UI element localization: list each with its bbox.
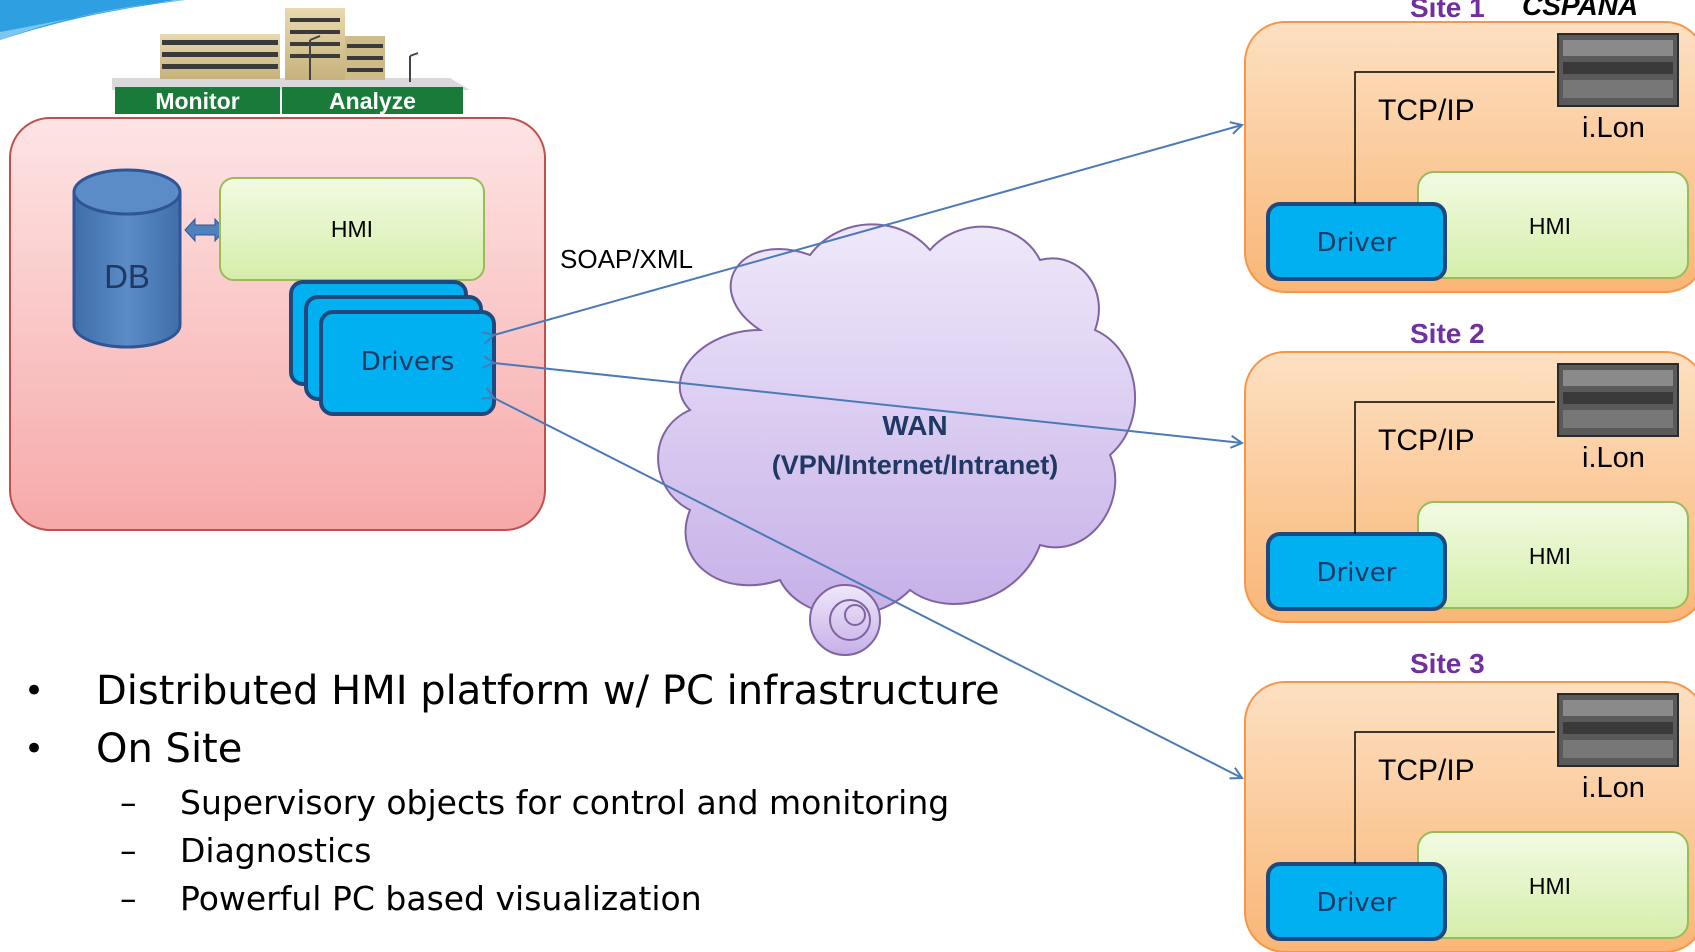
monitor-tab-label: Monitor — [155, 88, 240, 114]
monitor-tab[interactable] — [115, 87, 280, 114]
site-2-title: Site 2 — [1410, 318, 1485, 349]
site-2-tcp-link — [1354, 401, 1555, 534]
wan-subtitle: (VPN/Internet/Intranet) — [771, 450, 1059, 480]
site-1-driver-box — [1266, 202, 1447, 281]
bullet-dot-icon: • — [24, 729, 45, 769]
sub-bullet-dash-icon: – — [120, 879, 137, 918]
sub-bullet-dash-icon: – — [120, 783, 137, 822]
site-3-driver-label: Driver — [1316, 888, 1397, 918]
ilon-device-icon — [1557, 693, 1679, 767]
corner-swoosh-decoration — [0, 0, 185, 40]
db-label: DB — [104, 258, 150, 295]
site-2-device-label: i.Lon — [1582, 442, 1645, 474]
site-3-driver-box — [1266, 862, 1447, 941]
site-1-tcp-link — [1354, 71, 1555, 204]
site-2-driver-box — [1266, 532, 1447, 611]
wan-title: WAN — [882, 410, 948, 441]
site-2-tcp-label: TCP/IP — [1378, 424, 1475, 457]
central-hmi-label: HMI — [330, 216, 374, 242]
site-1-driver-label: Driver — [1316, 228, 1397, 258]
site-3-connection-arrow — [494, 398, 1242, 778]
sub-bullet-text: Powerful PC based visualization — [180, 879, 702, 918]
sub-bullet-item: – Supervisory objects for control and mo… — [20, 784, 1020, 822]
sub-bullet-dash-icon: – — [120, 831, 137, 870]
ilon-device-icon — [1557, 363, 1679, 437]
sub-bullet-text: Supervisory objects for control and moni… — [180, 783, 950, 822]
database-icon — [72, 168, 182, 349]
site-3-tcp-label: TCP/IP — [1378, 754, 1475, 787]
site-1-title: Site 1 — [1410, 0, 1485, 23]
site-1-connection-arrow — [494, 125, 1242, 335]
office-building-illustration — [112, 8, 470, 90]
bullet-dot-icon: • — [24, 671, 45, 711]
brand-logo-text: CSPANA — [1522, 0, 1639, 21]
site-1-device-label: i.Lon — [1582, 112, 1645, 144]
site-3-title: Site 3 — [1410, 648, 1485, 679]
site-2-driver-label: Driver — [1316, 558, 1397, 588]
sub-bullet-item: – Powerful PC based visualization — [20, 880, 1020, 918]
bullet-text: On Site — [96, 726, 243, 772]
site-2-hmi-label: HMI — [1528, 543, 1572, 569]
sub-bullet-item: – Diagnostics — [20, 832, 1020, 870]
ilon-device-icon — [1557, 33, 1679, 107]
feature-bullet-list: • Distributed HMI platform w/ PC infrast… — [20, 668, 1020, 928]
bullet-item: • On Site — [20, 726, 1020, 772]
site-3-device-label: i.Lon — [1582, 772, 1645, 804]
site-3-tcp-link — [1354, 731, 1555, 864]
site-1-hmi-label: HMI — [1528, 213, 1572, 239]
drivers-label: Drivers — [360, 347, 455, 377]
site-3-hmi-label: HMI — [1528, 873, 1572, 899]
analyze-tab-label: Analyze — [329, 88, 416, 114]
bullet-item: • Distributed HMI platform w/ PC infrast… — [20, 668, 1020, 714]
sub-bullet-text: Diagnostics — [180, 831, 372, 870]
bullet-text: Distributed HMI platform w/ PC infrastru… — [96, 668, 1000, 714]
analyze-tab[interactable] — [282, 87, 463, 114]
site-1-tcp-label: TCP/IP — [1378, 94, 1475, 127]
protocol-label: SOAP/XML — [560, 244, 693, 274]
